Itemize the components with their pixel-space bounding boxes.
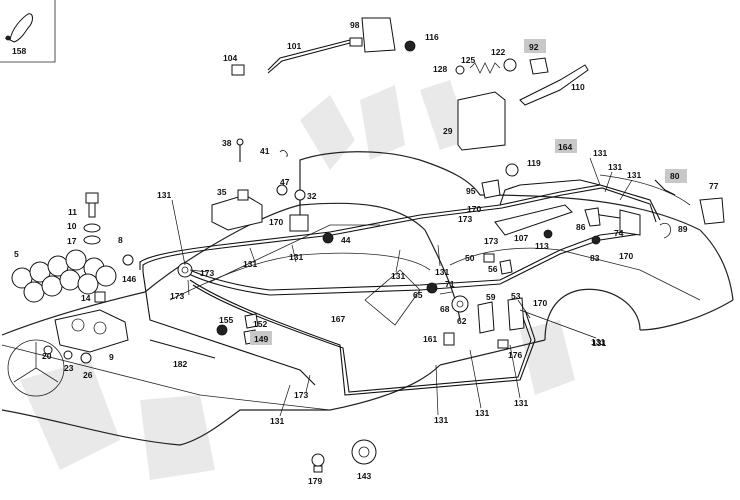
label-89: 89 bbox=[678, 224, 688, 234]
label-68: 68 bbox=[440, 304, 450, 314]
label-131e: 131 bbox=[243, 259, 257, 269]
label-38: 38 bbox=[222, 138, 232, 148]
label-5: 5 bbox=[14, 249, 19, 259]
label-20: 20 bbox=[42, 351, 52, 361]
label-122: 122 bbox=[491, 47, 505, 57]
label-74: 74 bbox=[614, 228, 624, 238]
label-110: 110 bbox=[571, 82, 585, 92]
label-170c: 170 bbox=[619, 251, 633, 261]
label-131a: 131 bbox=[593, 148, 607, 158]
label-80: 80 bbox=[670, 171, 680, 181]
label-131h: 131 bbox=[435, 267, 449, 277]
label-65: 65 bbox=[413, 290, 423, 300]
label-146: 146 bbox=[122, 274, 136, 284]
label-14: 14 bbox=[81, 293, 91, 303]
label-11: 11 bbox=[68, 207, 77, 217]
label-167: 167 bbox=[331, 314, 345, 324]
label-92: 92 bbox=[529, 42, 539, 52]
label-113: 113 bbox=[535, 241, 549, 251]
label-47: 47 bbox=[280, 177, 290, 187]
highlight-boxes bbox=[250, 39, 687, 345]
label-161: 161 bbox=[423, 334, 437, 344]
label-173d: 173 bbox=[170, 291, 184, 301]
label-101: 101 bbox=[287, 41, 301, 51]
label-152: 152 bbox=[253, 319, 267, 329]
label-98: 98 bbox=[350, 20, 360, 30]
label-50: 50 bbox=[465, 253, 475, 263]
label-131m: 131 bbox=[434, 415, 448, 425]
label-173b: 173 bbox=[200, 268, 214, 278]
label-41: 41 bbox=[260, 146, 270, 156]
label-23: 23 bbox=[64, 363, 74, 373]
label-128: 128 bbox=[433, 64, 447, 74]
label-53: 53 bbox=[511, 291, 521, 301]
label-77: 77 bbox=[709, 181, 719, 191]
label-32: 32 bbox=[307, 191, 317, 201]
label-104: 104 bbox=[223, 53, 237, 63]
label-83: 83 bbox=[590, 253, 600, 263]
label-10: 10 bbox=[67, 221, 77, 231]
label-119: 119 bbox=[527, 158, 541, 168]
leader-lines bbox=[171, 157, 633, 417]
part-labels: 158 98 101 104 116 92 122 128 125 110 29… bbox=[12, 20, 719, 486]
label-59: 59 bbox=[486, 292, 496, 302]
label-170a: 170 bbox=[467, 204, 481, 214]
label-173e: 173 bbox=[294, 390, 308, 400]
label-125: 125 bbox=[461, 55, 475, 65]
label-131f: 131 bbox=[289, 252, 303, 262]
label-95: 95 bbox=[466, 186, 476, 196]
label-182: 182 bbox=[173, 359, 187, 369]
label-143: 143 bbox=[357, 471, 371, 481]
detail-box bbox=[0, 0, 56, 63]
label-116: 116 bbox=[425, 32, 439, 42]
watermark bbox=[20, 80, 575, 480]
parts bbox=[11, 17, 725, 473]
label-170b: 170 bbox=[269, 217, 283, 227]
label-131l: 131 bbox=[514, 398, 528, 408]
label-131j: 131 bbox=[270, 416, 284, 426]
ball-cluster bbox=[11, 249, 117, 303]
label-44: 44 bbox=[341, 235, 351, 245]
label-9: 9 bbox=[109, 352, 114, 362]
label-149: 149 bbox=[254, 334, 268, 344]
label-131i: 131 bbox=[592, 338, 606, 348]
label-176: 176 bbox=[508, 350, 522, 360]
label-179: 179 bbox=[308, 476, 322, 486]
label-155: 155 bbox=[219, 315, 233, 325]
pipe-lines bbox=[139, 179, 661, 396]
label-131n: 131 bbox=[591, 337, 605, 347]
car-body bbox=[1, 151, 734, 446]
label-26: 26 bbox=[83, 370, 93, 380]
label-17: 17 bbox=[67, 236, 77, 246]
label-29: 29 bbox=[443, 126, 453, 136]
label-71: 71 bbox=[445, 279, 455, 289]
label-62: 62 bbox=[457, 316, 467, 326]
label-131d: 131 bbox=[157, 190, 171, 200]
label-56: 56 bbox=[488, 264, 498, 274]
label-86: 86 bbox=[576, 222, 586, 232]
label-131k: 131 bbox=[475, 408, 489, 418]
label-164: 164 bbox=[558, 142, 572, 152]
label-131b: 131 bbox=[608, 162, 622, 172]
label-35: 35 bbox=[217, 187, 227, 197]
label-173c: 173 bbox=[484, 236, 498, 246]
label-131c: 131 bbox=[627, 170, 641, 180]
label-170d: 170 bbox=[533, 298, 547, 308]
label-158: 158 bbox=[12, 46, 26, 56]
label-107: 107 bbox=[514, 233, 528, 243]
label-173a: 173 bbox=[458, 214, 472, 224]
label-8: 8 bbox=[118, 235, 123, 245]
label-131g: 131 bbox=[391, 271, 405, 281]
